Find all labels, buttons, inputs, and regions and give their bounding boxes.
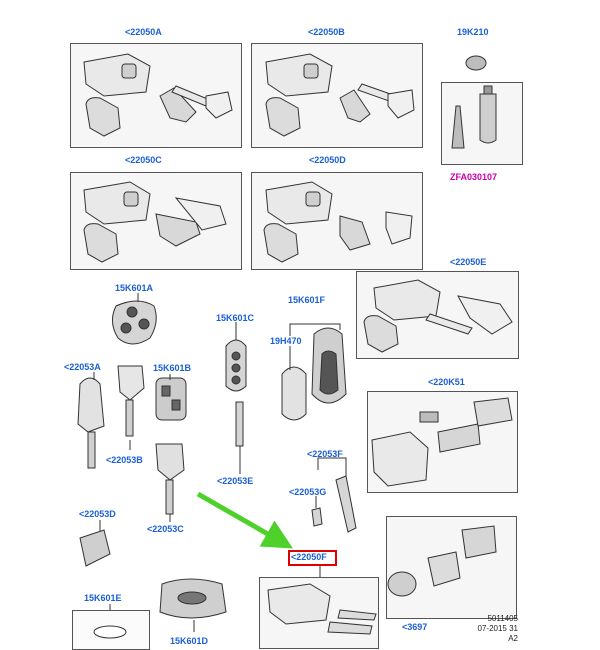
label-15K601C[interactable]: 15K601C: [216, 313, 255, 323]
label-22053G[interactable]: <22053G: [289, 487, 327, 497]
smart-fob-icon-d: [159, 578, 227, 619]
lock-assembly-icon-f: [267, 583, 377, 635]
key-icon-c: [155, 443, 185, 515]
label-22053B[interactable]: <22053B: [106, 455, 143, 465]
label-15K601D[interactable]: 15K601D: [170, 636, 209, 646]
panel-3697: [386, 516, 517, 619]
sealant-tube-icon: [451, 85, 497, 149]
key-head-icon-d: [79, 529, 111, 567]
reference-revision: A2: [508, 634, 518, 643]
label-ZFA030107[interactable]: ZFA030107: [450, 172, 498, 182]
label-15K601F[interactable]: 15K601F: [288, 295, 326, 305]
diagram-reference: 5011405 07-2015 31 A2: [462, 614, 518, 644]
label-15K601B[interactable]: 15K601B: [153, 363, 192, 373]
label-19H470[interactable]: 19H470: [270, 336, 302, 346]
emergency-blade-icon-f: [335, 475, 357, 533]
label-22050E[interactable]: <22050E: [450, 257, 487, 267]
label-22053F[interactable]: <22053F: [307, 449, 343, 459]
lock-assembly-icon-a: [83, 53, 233, 137]
label-22050B[interactable]: <22050B: [308, 27, 345, 37]
remote-key-fob-icon-c: [225, 339, 247, 392]
key-blade-icon-b: [117, 365, 145, 401]
label-15K601E[interactable]: 15K601E: [84, 593, 122, 603]
smart-key-icon-f: [281, 327, 347, 421]
highlight-box-22050F: [288, 550, 337, 566]
blade-insert-icon-g: [311, 507, 323, 527]
green-arrow-icon: [196, 491, 294, 549]
lock-assembly-icon-c: [83, 181, 227, 263]
label-22053E[interactable]: <22053E: [217, 476, 254, 486]
coin-battery-icon: [465, 55, 487, 71]
label-22053A[interactable]: <22053A: [64, 362, 101, 372]
reference-number: 5011405: [487, 614, 518, 623]
ignition-cylinder-icon: [387, 525, 497, 597]
label-22050D[interactable]: <22050D: [309, 155, 346, 165]
label-3697[interactable]: <3697: [402, 622, 428, 632]
lock-assembly-icon-b: [265, 53, 415, 137]
reference-date: 07-2015 31: [477, 624, 518, 633]
remote-key-fob-icon-a: [112, 300, 157, 345]
label-22053D[interactable]: <22053D: [79, 509, 116, 519]
label-22053C[interactable]: <22053C: [147, 524, 184, 534]
lock-assembly-icon-d: [263, 181, 413, 263]
label-220K51[interactable]: <220K51: [428, 377, 465, 387]
flip-key-icon-a: [77, 377, 105, 469]
label-15K601A[interactable]: 15K601A: [115, 283, 154, 293]
label-22050C[interactable]: <22050C: [125, 155, 162, 165]
door-lock-cylinder-icon: [371, 397, 513, 487]
lock-assembly-icon-e: [363, 279, 513, 353]
ford-logo-card-icon: [93, 625, 127, 639]
label-19K210[interactable]: 19K210: [457, 27, 489, 37]
key-blade-icon-e: [235, 401, 244, 447]
label-22050A[interactable]: <22050A: [125, 27, 162, 37]
remote-key-fob-icon-b: [155, 377, 187, 421]
label-22050F[interactable]: <22050F: [291, 552, 327, 562]
